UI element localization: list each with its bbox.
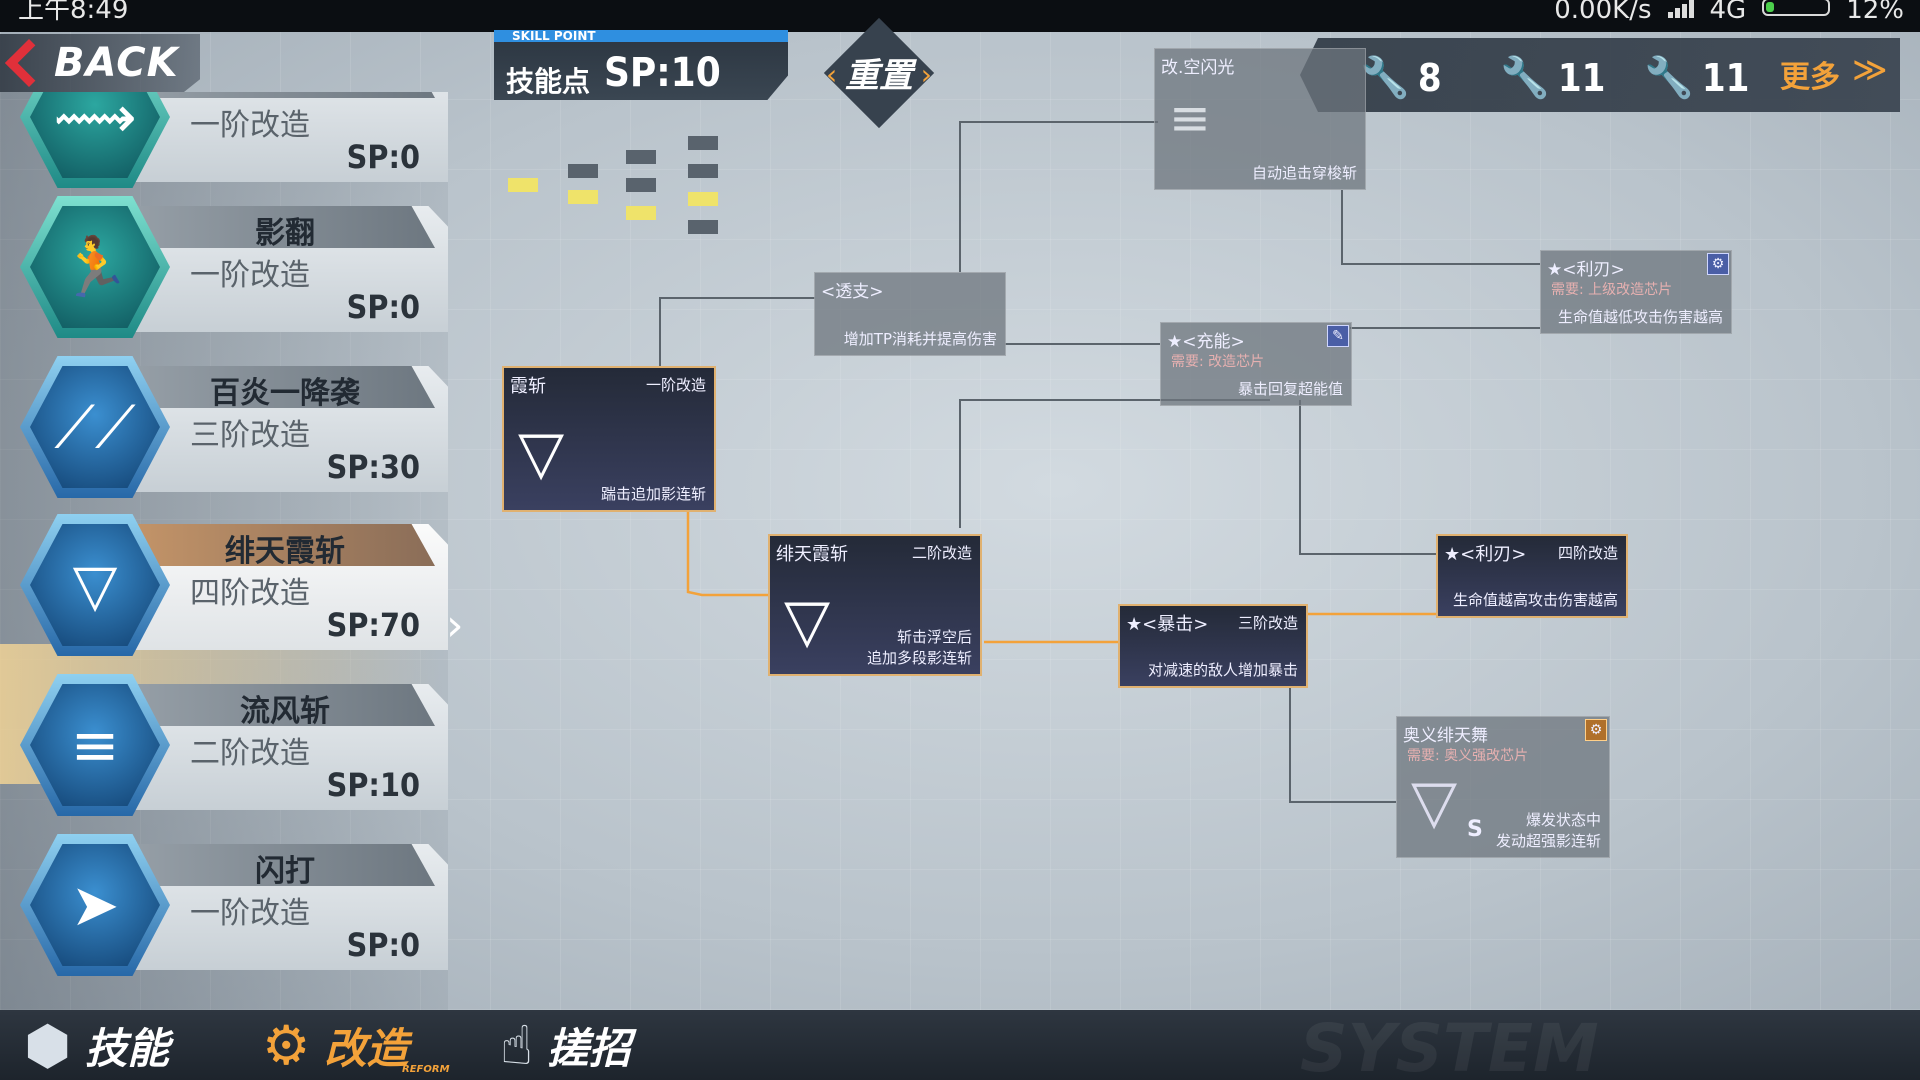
skill-hex-icon: ➤: [20, 834, 170, 976]
tab-skill-label: 技能: [85, 1023, 170, 1073]
back-button[interactable]: BACK: [0, 34, 200, 92]
resource-blue-count: 11: [1557, 55, 1606, 100]
chevron-left-icon: ‹: [826, 58, 838, 91]
wrench-badge-icon: ✎: [1327, 325, 1349, 347]
status-bar: 上午8:49 0.00K/s 4G 12%: [0, 0, 1920, 32]
skill-item-6[interactable]: ➤ 闪打 一阶改造 SP:0: [20, 830, 448, 980]
node-baoji[interactable]: ★<暴击> 三阶改造 对减速的敌人增加暴击: [1118, 604, 1308, 688]
skill-hex-icon: ▽: [20, 514, 170, 656]
skill-tier: 二阶改造: [190, 736, 310, 771]
skill-item-1[interactable]: ⟿ 一阶改造 SP:0: [20, 92, 448, 192]
slash-icon: ▽: [784, 586, 831, 656]
skill-name: 影翻: [255, 216, 315, 251]
dash-icon: ➤: [70, 871, 120, 939]
hand-touch-icon: ☝: [500, 1013, 533, 1077]
claw-strike-icon: ⟋⟋: [54, 392, 136, 461]
green-wrench-icon: 🔧: [1360, 55, 1410, 101]
resource-purple-count: 11: [1701, 55, 1750, 100]
dash-kick-icon: ⟿: [53, 92, 137, 151]
tab-reform[interactable]: ⚙ 改造 REFORM: [262, 1010, 450, 1080]
node-toupi[interactable]: <透支> 增加TP消耗并提高伤害: [814, 272, 1006, 356]
node-gai-kongshan[interactable]: 改.空闪光 ≡ 自动追击穿梭斩: [1154, 48, 1366, 190]
skill-sp: SP:70: [326, 606, 420, 644]
slash-icon: ▽: [72, 551, 118, 619]
resource-green: 🔧8: [1360, 54, 1442, 101]
skill-item-5[interactable]: ≡ 流风斩 二阶改造 SP:10: [20, 670, 448, 820]
blue-wrench-icon: 🔧: [1500, 55, 1550, 101]
skill-name: 流风斩: [240, 694, 330, 729]
tab-combo[interactable]: ☝ 搓招: [500, 1010, 631, 1080]
speed-lines-icon: ≡: [1169, 89, 1211, 147]
resource-purple: 🔧11: [1644, 54, 1749, 101]
skill-tier: 四阶改造: [190, 576, 310, 611]
slash-icon: ▽: [518, 418, 565, 488]
chevron-right-icon[interactable]: ›: [446, 600, 464, 651]
node-feitian-xiazhan[interactable]: 绯天霞斩 二阶改造 ▽ 斩击浮空后 追加多段影连斩: [768, 534, 982, 676]
runner-icon: 🏃: [58, 232, 132, 301]
chevron-double-down-icon[interactable]: ≫: [1852, 50, 1888, 90]
skill-tier: 一阶改造: [190, 108, 310, 143]
skill-item-2[interactable]: 🏃 影翻 一阶改造 SP:0: [20, 192, 448, 342]
skill-sp: SP:30: [326, 448, 420, 486]
skill-hex-icon: ≡: [20, 674, 170, 816]
chip-badge-icon: ⚙: [1707, 253, 1729, 275]
tab-reform-label: 改造: [324, 1023, 409, 1073]
skill-point-header: SKILL POINT: [494, 30, 788, 42]
resource-green-count: 8: [1417, 55, 1442, 100]
skill-name: 闪打: [255, 854, 315, 889]
system-watermark: SYSTEM: [1300, 1010, 1599, 1080]
tab-skill[interactable]: ⬢ 技能: [24, 1010, 169, 1080]
skill-point-value: SP:10: [604, 50, 721, 96]
skill-tier: 一阶改造: [190, 258, 310, 293]
node-chongneng[interactable]: ★<充能> 需要: 改造芯片 ✎ 暴击回复超能值: [1160, 322, 1352, 406]
node-xiazhan[interactable]: 霞斩 一阶改造 ▽ 踹击追加影连斩: [502, 366, 716, 512]
skill-sp: SP:0: [346, 138, 420, 176]
back-label: BACK: [54, 40, 179, 86]
reset-label: 重置: [845, 56, 913, 96]
tree-minimap[interactable]: [508, 136, 728, 236]
hexagon-cluster-icon: ⬢: [24, 1013, 72, 1077]
bottom-tab-bar: ⬢ 技能 ⚙ 改造 REFORM ☝ 搓招: [0, 1010, 1920, 1080]
skill-item-4-selected[interactable]: ▽ 绯天霞斩 四阶改造 SP:70: [20, 510, 448, 660]
battery-icon: [1762, 0, 1831, 16]
skill-point-panel: SKILL POINT 技能点 SP:10: [494, 30, 788, 100]
purple-wrench-icon: 🔧: [1644, 55, 1694, 101]
status-time: 上午8:49: [18, 0, 129, 25]
back-arrow-icon: [4, 38, 54, 88]
chevron-right-icon: ›: [920, 58, 932, 91]
battery-percent: 12%: [1846, 0, 1904, 25]
resource-bar: 🔧8 🔧11 🔧11: [1300, 38, 1900, 112]
wind-blade-icon: ≡: [70, 711, 120, 779]
more-button[interactable]: 更多: [1780, 60, 1840, 95]
gear-wrench-icon: ⚙: [262, 1013, 311, 1077]
network-speed: 0.00K/s: [1554, 0, 1652, 25]
resource-blue: 🔧11: [1500, 54, 1605, 101]
reset-button[interactable]: ‹ › 重置: [823, 17, 935, 129]
network-type: 4G: [1709, 0, 1747, 25]
skill-name: 百炎一降袭: [210, 376, 360, 411]
skill-tier: 三阶改造: [190, 418, 310, 453]
node-aoyi-feitianwu[interactable]: 奥义绯天舞 需要: 奥义强改芯片 ⚙ ▽ S 爆发状态中 发动超强影连斩: [1396, 716, 1610, 858]
rank-label: S: [1467, 817, 1483, 842]
skill-hex-icon: ⟿: [20, 92, 170, 188]
skill-tier: 一阶改造: [190, 896, 310, 931]
signal-icon: [1667, 0, 1694, 18]
skill-point-label: 技能点: [506, 65, 591, 98]
skill-list[interactable]: ⟿ 一阶改造 SP:0 🏃 影翻 一阶改造 SP:0 ⟋⟋ 百炎一降袭 三阶改造…: [0, 92, 448, 1010]
node-liren-2[interactable]: ★<利刃> 四阶改造 生命值越高攻击伤害越高: [1436, 534, 1628, 618]
slash-icon: ▽: [1411, 767, 1458, 837]
node-liren-1[interactable]: ★<利刃> 需要: 上级改造芯片 ⚙ 生命值越低攻击伤害越高: [1540, 250, 1732, 334]
skill-item-3[interactable]: ⟋⟋ 百炎一降袭 三阶改造 SP:30: [20, 352, 448, 502]
tab-combo-label: 搓招: [546, 1023, 631, 1073]
skill-name: 绯天霞斩: [225, 534, 345, 569]
chip-badge-icon: ⚙: [1585, 719, 1607, 741]
skill-sp: SP:0: [346, 926, 420, 964]
tab-reform-sublabel: REFORM: [402, 1064, 450, 1075]
skill-sp: SP:10: [326, 766, 420, 804]
skill-sp: SP:0: [346, 288, 420, 326]
